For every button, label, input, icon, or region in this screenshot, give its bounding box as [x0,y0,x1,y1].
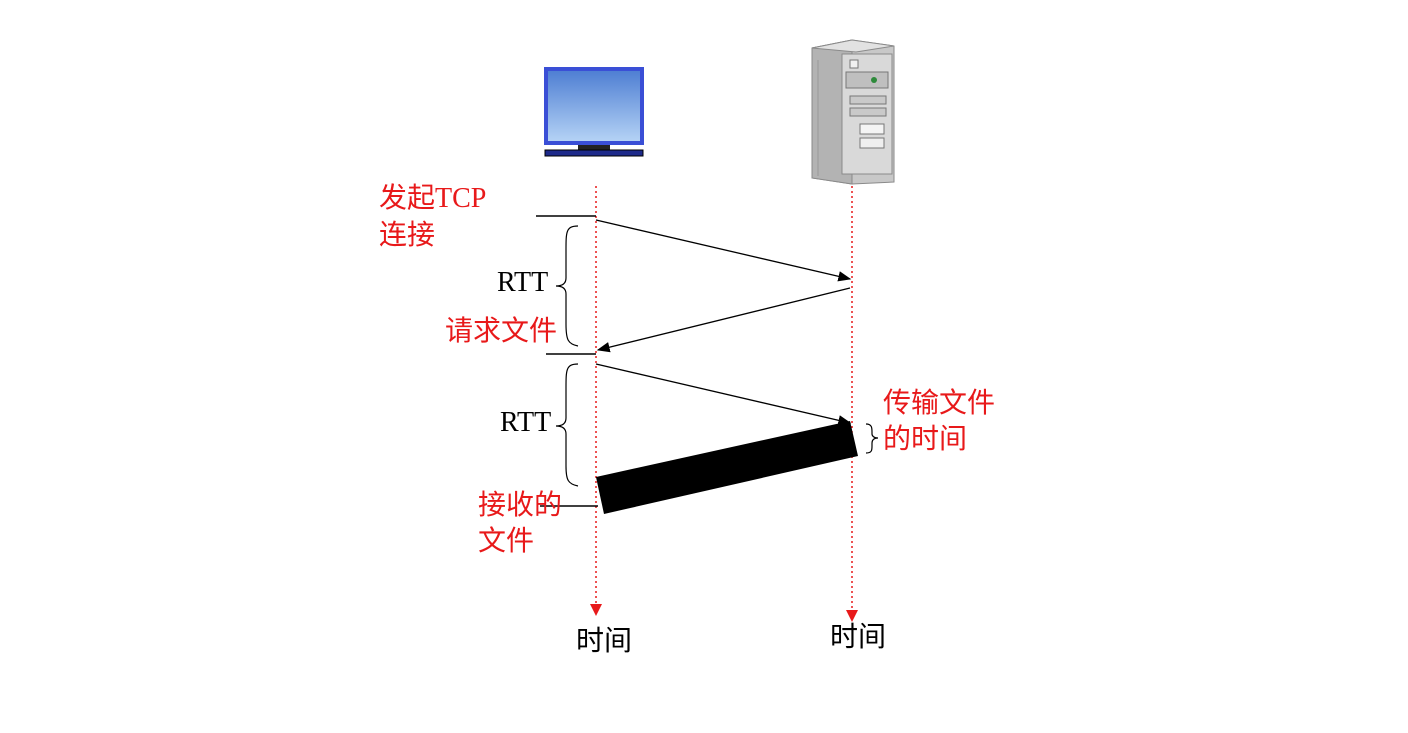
desktop-monitor-icon [544,67,644,157]
server-time-label: 时间 [830,620,887,653]
client-time-arrowhead [590,604,602,616]
client-time-label: 时间 [576,624,633,657]
server-timeline [846,186,858,622]
received-file-label-line1: 接收的 [478,488,563,521]
initiate-tcp-label-line2: 连接 [379,218,436,251]
server-tower-icon [811,39,895,185]
received-file-label-line2: 文件 [478,524,535,557]
rtt-label-1: RTT [497,267,549,298]
transmit-time-label-line1: 传输文件 [883,386,996,419]
rtt-brace-2 [555,363,579,487]
transmit-time-label-line2: 的时间 [883,422,968,455]
server-time-arrowhead [846,610,858,622]
client-timeline [590,186,602,616]
syn-ack-arrow [596,287,851,353]
syn-arrow [595,219,852,282]
transmit-brace [865,423,879,454]
initiate-tcp-label-line1: 发起TCP [379,183,487,214]
request-arrow [595,363,852,426]
request-file-label: 请求文件 [445,314,558,347]
file-transfer-band [596,421,858,514]
rtt-label-2: RTT [500,407,552,438]
rtt-brace-1 [555,225,579,347]
